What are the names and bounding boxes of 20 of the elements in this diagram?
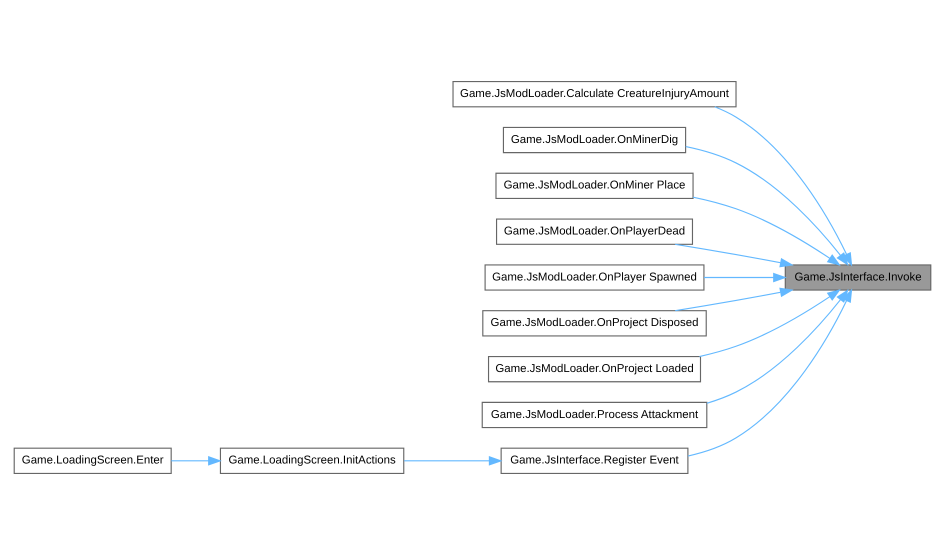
node-box: Game.JsModLoader.Process Attackment (481, 402, 707, 428)
node-box: Game.JsModLoader.OnMiner Place (494, 172, 694, 200)
node-box: Game.LoadingScreen.InitActions (219, 448, 404, 474)
node-box: Game.LoadingScreen.Enter (13, 448, 172, 474)
node-box: Game.JsModLoader.OnProject Loaded (487, 356, 701, 382)
node-box: Game.JsModLoader.OnPlayer Spawned (484, 264, 704, 291)
node-box: Game.JsInterface.Invoke (784, 264, 931, 291)
arrow (703, 272, 786, 282)
arrow (170, 456, 222, 466)
arrow (685, 146, 848, 266)
arrow (674, 288, 794, 312)
arrow (698, 289, 840, 358)
node-box: Game.JsModLoader.OnMinerDig (502, 126, 686, 154)
arrow (404, 456, 502, 466)
node-box: Game.JsModLoader.Calculate CreatureInjuryAmount (452, 81, 736, 108)
node-box: Game.JsModLoader.OnProject Disposed (482, 310, 706, 336)
arrow (692, 196, 840, 266)
node-box: Game.JsInterface.Register Event (500, 448, 688, 474)
node-box: Game.JsModLoader.OnPlayerDead (495, 218, 693, 245)
arrow (674, 244, 794, 268)
